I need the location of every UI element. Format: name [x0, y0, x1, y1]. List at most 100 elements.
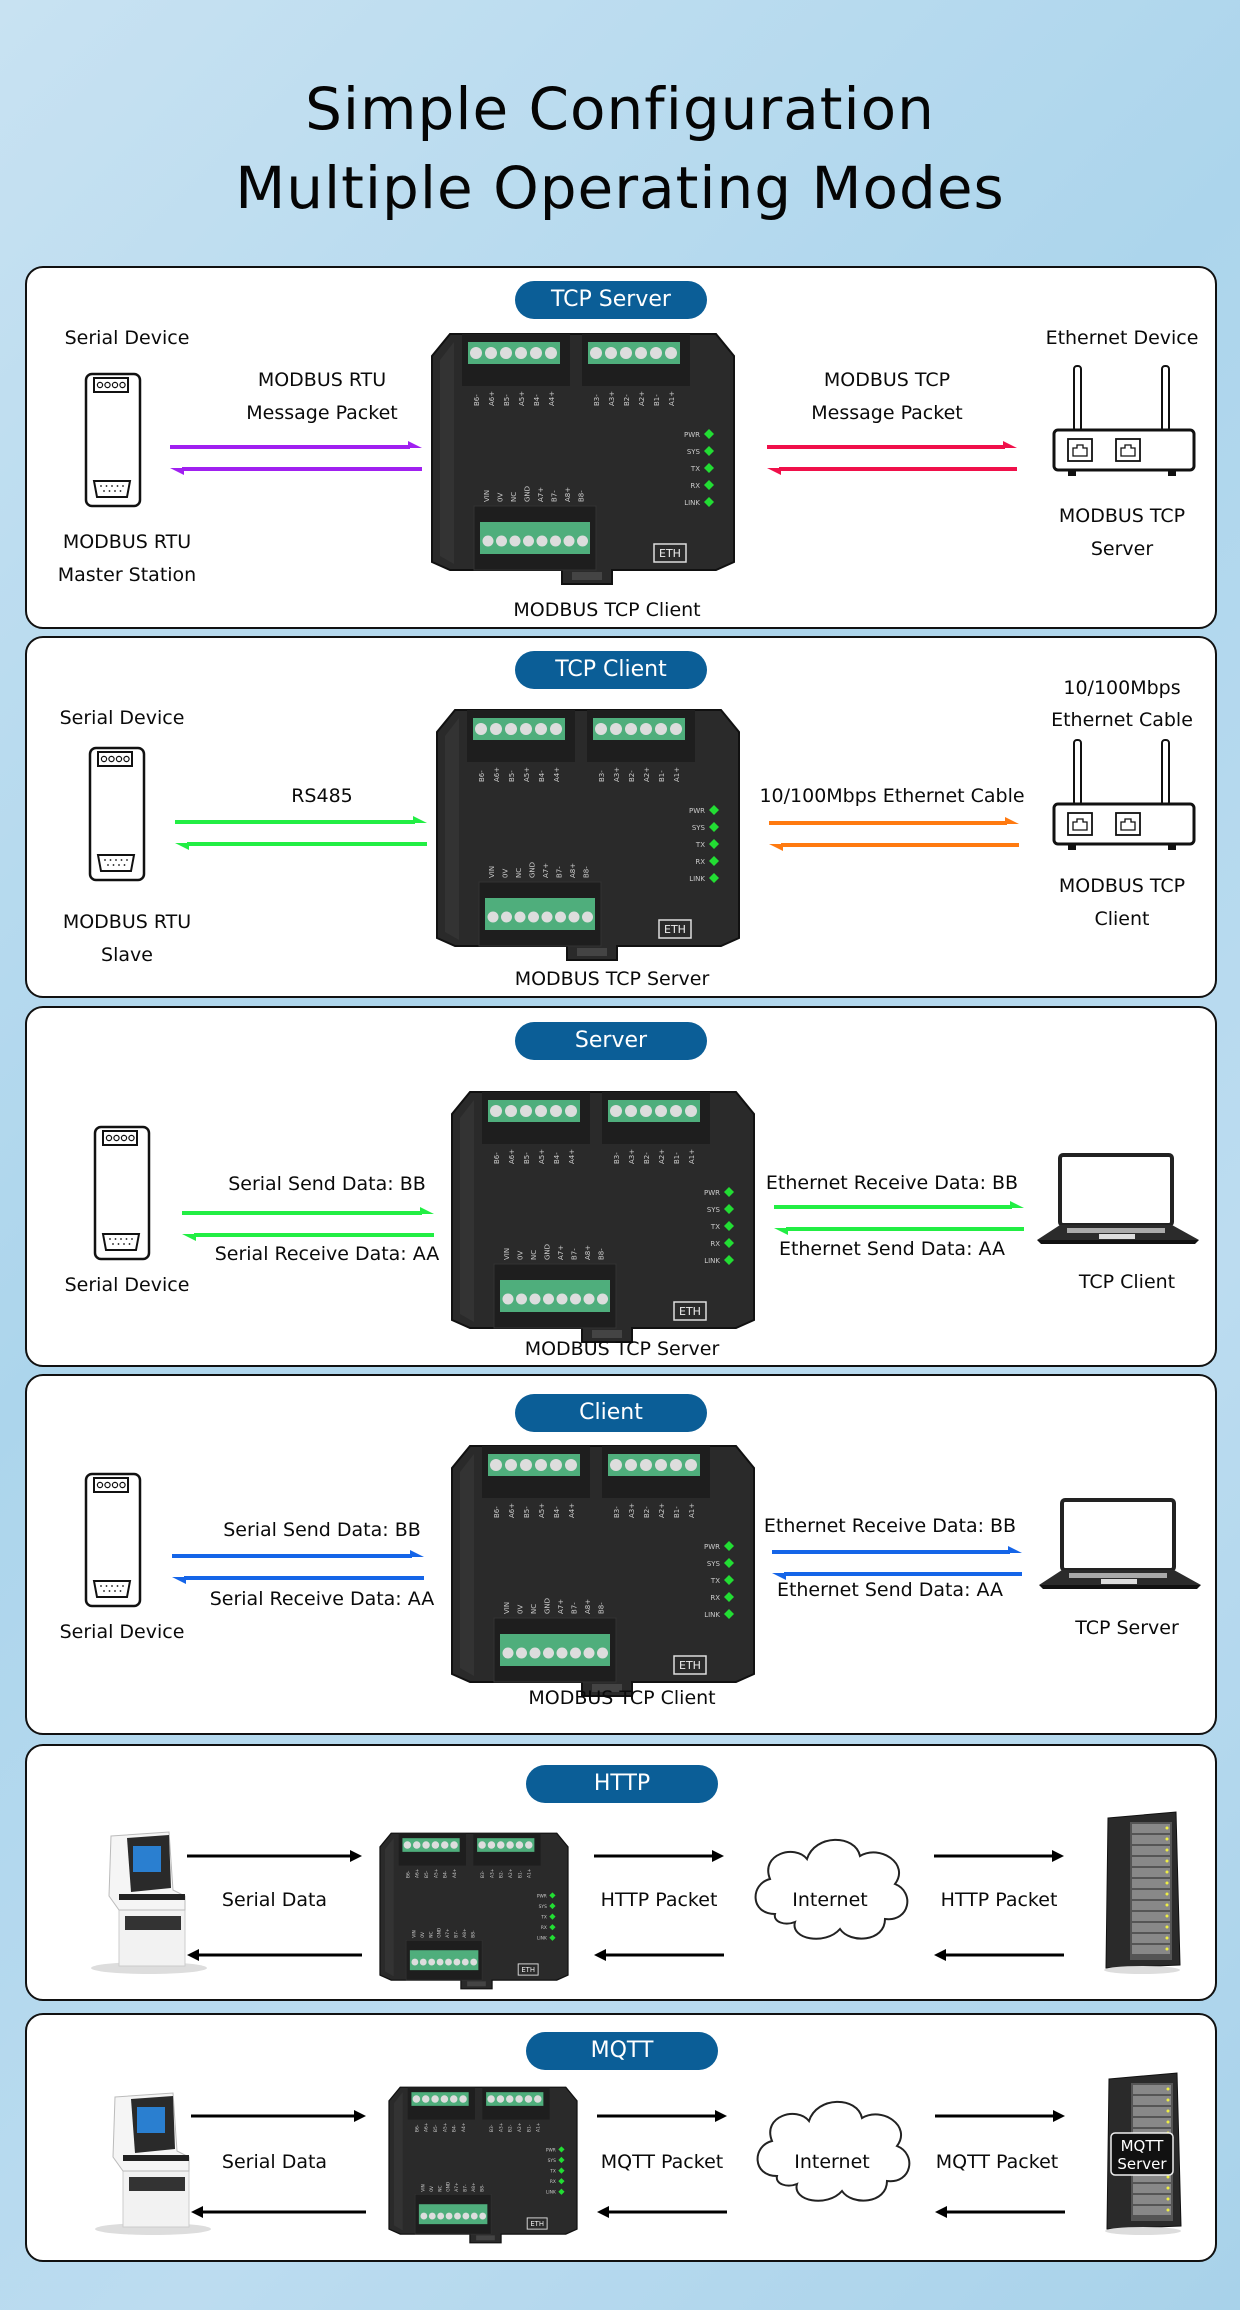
- pin-label: A8+: [569, 863, 577, 878]
- pin-label: A8+: [584, 1245, 592, 1260]
- pin-label: B4-: [533, 394, 541, 406]
- right-arrow-label: 10/100Mbps Ethernet Cable: [759, 785, 1025, 807]
- server-unit: [1132, 1901, 1170, 1910]
- terminal-screw: [595, 723, 607, 735]
- server-led: [1166, 2098, 1170, 2102]
- pin-label: A3+: [489, 1868, 495, 1878]
- laptop-screen: [1058, 1153, 1174, 1227]
- terminal-screw: [445, 2212, 453, 2220]
- server-led: [1165, 1826, 1169, 1830]
- pin-label: B5-: [424, 1870, 430, 1878]
- pin-label: VIN: [503, 1248, 511, 1260]
- housing-bevel: [445, 718, 459, 940]
- right-arrow: [191, 2110, 366, 2122]
- rj45-glyph: [1120, 444, 1136, 457]
- tcp-peer-label: TCP Server: [1075, 1617, 1179, 1639]
- pin-label: A2+: [658, 1503, 666, 1518]
- server-unit: [1133, 2195, 1171, 2204]
- laptop-icon: [1037, 1153, 1202, 1252]
- server-led: [1165, 1936, 1169, 1940]
- bidirectional-arrow-left: [170, 441, 422, 475]
- terminal-screw: [470, 1958, 478, 1966]
- terminal-screw: [485, 347, 497, 359]
- rj45-glyph: [1072, 444, 1088, 457]
- pin-label: 0V: [429, 2186, 435, 2192]
- terminal-screw: [625, 1459, 637, 1471]
- laptop-icon: [1039, 1498, 1204, 1597]
- led-indicator: [724, 1609, 734, 1619]
- pin-label: B7-: [571, 1602, 579, 1614]
- terminal-screw: [535, 1459, 547, 1471]
- pin-label: A5+: [523, 767, 531, 782]
- laptop-screen: [1060, 1498, 1176, 1572]
- pin-label: A7+: [542, 863, 550, 878]
- terminal-screw: [419, 1958, 427, 1966]
- arrow-head: [597, 2206, 609, 2218]
- terminal-screw: [403, 1841, 412, 1849]
- led-indicator: [724, 1238, 734, 1248]
- led-label: LINK: [704, 1611, 720, 1619]
- led-label: SYS: [548, 2158, 556, 2164]
- server-led: [1165, 1837, 1169, 1841]
- terminal-screw: [516, 1647, 527, 1659]
- pin-label: B5-: [433, 2124, 439, 2132]
- db9-pin: [131, 1238, 133, 1240]
- router-icon: [1052, 739, 1197, 859]
- terminal-block: [102, 1130, 138, 1146]
- right-arrow: [934, 1850, 1064, 1862]
- led-label: SYS: [707, 1206, 721, 1214]
- pin-label: GND: [446, 2181, 452, 2192]
- arrow-head: [712, 1850, 724, 1862]
- mqtt-packet-label-right: MQTT Packet: [935, 2151, 1059, 2173]
- pin-label: GND: [544, 1598, 552, 1614]
- pin-label: A2+: [508, 1868, 514, 1878]
- arrow-head-back: [769, 844, 783, 851]
- server-unit: [1133, 2096, 1171, 2105]
- db9-pin: [105, 485, 108, 487]
- pin-label: B8-: [598, 1602, 606, 1614]
- terminal-screw: [523, 535, 534, 547]
- kiosk-slot: [129, 2177, 185, 2191]
- right-arrow-label-line-1: MODBUS TCP: [823, 369, 951, 391]
- db9-pin: [117, 1243, 120, 1245]
- db9-pin: [122, 1585, 124, 1587]
- arrow-head-forward: [1010, 1201, 1024, 1208]
- terminal-screw: [128, 1134, 135, 1142]
- led-label: RX: [710, 1240, 720, 1248]
- terminal-screw: [108, 755, 115, 763]
- terminal-screw: [461, 1958, 469, 1966]
- pin-label: A1+: [668, 391, 676, 406]
- terminal-screw: [620, 347, 632, 359]
- terminal-screw: [556, 1293, 568, 1305]
- pin-label: B8-: [598, 1248, 606, 1260]
- led-label: PWR: [704, 1189, 720, 1197]
- server-rack-image: [1102, 1810, 1182, 1979]
- terminal-screw: [655, 723, 667, 735]
- terminal-screw: [428, 2212, 436, 2220]
- terminal-screw: [590, 347, 602, 359]
- right-arrow: [935, 2110, 1065, 2122]
- led-label: RX: [695, 858, 705, 866]
- terminal-screw: [640, 1105, 652, 1117]
- foot: [1168, 844, 1176, 850]
- led-label: RX: [550, 2179, 556, 2185]
- db9-port: [101, 1233, 141, 1251]
- terminal-screw: [524, 2095, 533, 2103]
- terminal-screw: [420, 2212, 428, 2220]
- led-indicator: [724, 1255, 734, 1265]
- server-led: [1166, 2208, 1170, 2212]
- serial-data-label: Serial Data: [221, 1889, 328, 1911]
- page-title-line-1: Simple Configuration: [305, 75, 935, 143]
- panel-mqtt: MQTT Serial Data B6-A6+B5-A5+B4-A4+B3-A3…: [25, 2013, 1217, 2262]
- terminal-screw: [563, 535, 575, 547]
- terminal-screw: [516, 1293, 527, 1305]
- left-receive-label: Serial Receive Data: AA: [209, 1588, 435, 1610]
- gateway-role-label: MODBUS TCP Server: [524, 1338, 720, 1360]
- terminal-screw: [625, 723, 637, 735]
- bidirectional-arrow-left: [175, 816, 427, 850]
- db9-pin: [109, 859, 112, 861]
- rj45-glyph: [1120, 818, 1136, 831]
- terminal-screw: [570, 1647, 581, 1659]
- left-receive-label: Serial Receive Data: AA: [214, 1243, 440, 1265]
- arrow-head: [934, 1949, 946, 1961]
